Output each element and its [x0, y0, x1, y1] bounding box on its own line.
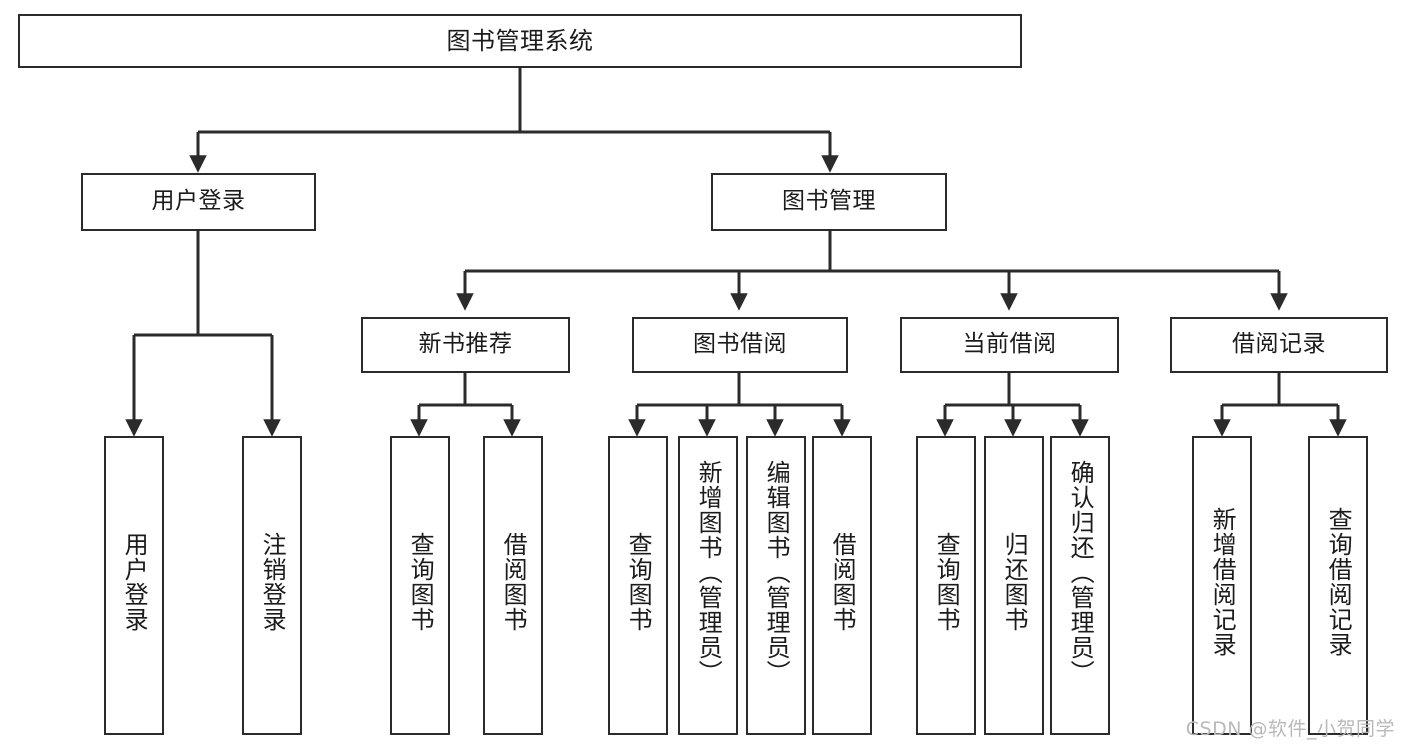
leaf-add-borrow-record[interactable]: 新增借阅记录 — [1192, 436, 1252, 735]
node-label: 查询借阅记录 — [1324, 506, 1353, 657]
leaf-content: 查询图书 — [610, 438, 666, 725]
node-label: 新增图书（管理员） — [694, 460, 723, 685]
leaf-edit-book-admin[interactable]: 编辑图书（管理员） — [746, 436, 806, 735]
node-label: 图书管理系统 — [446, 26, 594, 55]
leaf-query-book-current[interactable]: 查询图书 — [916, 436, 976, 735]
leaf-content: 新增图书（管理员） — [680, 460, 736, 725]
leaf-content: 查询图书 — [392, 438, 448, 725]
leaf-content: 用户登录 — [106, 438, 162, 725]
node-label: 借阅图书 — [499, 531, 528, 632]
node-label: 图书管理 — [782, 188, 876, 215]
node-book-management[interactable]: 图书管理 — [711, 173, 947, 231]
node-label: 借阅记录 — [1232, 331, 1326, 358]
node-book-borrowing[interactable]: 图书借阅 — [632, 317, 848, 373]
node-label: 编辑图书（管理员） — [762, 460, 791, 685]
leaf-content: 借阅图书 — [814, 438, 870, 725]
node-label: 确认归还（管理员） — [1066, 460, 1095, 685]
node-label: 用户登录 — [151, 188, 246, 215]
leaf-content: 注销登录 — [244, 438, 300, 725]
node-label: 当前借阅 — [962, 331, 1057, 358]
node-label: 用户登录 — [120, 531, 149, 632]
node-label: 归还图书 — [1000, 531, 1029, 632]
leaf-borrow-book[interactable]: 借阅图书 — [812, 436, 872, 735]
node-label: 图书借阅 — [693, 331, 787, 358]
node-current-borrowing[interactable]: 当前借阅 — [900, 317, 1119, 373]
node-label: 新书推荐 — [418, 331, 513, 358]
leaf-user-login[interactable]: 用户登录 — [104, 436, 164, 735]
leaf-add-book-admin[interactable]: 新增图书（管理员） — [678, 436, 738, 735]
node-new-book-recommendation[interactable]: 新书推荐 — [361, 317, 570, 373]
node-label: 注销登录 — [258, 531, 287, 632]
leaf-confirm-return-admin[interactable]: 确认归还（管理员） — [1050, 436, 1110, 735]
node-label: 查询图书 — [932, 531, 961, 632]
leaf-content: 查询借阅记录 — [1310, 438, 1366, 725]
leaf-content: 确认归还（管理员） — [1052, 460, 1108, 725]
node-label: 查询图书 — [406, 531, 435, 632]
node-borrowing-records[interactable]: 借阅记录 — [1170, 317, 1388, 373]
leaf-content: 编辑图书（管理员） — [748, 460, 804, 725]
watermark-text: CSDN @软件_小贺同学 — [1185, 718, 1395, 740]
node-label: 新增借阅记录 — [1208, 506, 1237, 657]
leaf-content: 归还图书 — [986, 438, 1042, 725]
leaf-content: 借阅图书 — [485, 438, 541, 725]
node-label: 借阅图书 — [828, 531, 857, 632]
leaf-return-book[interactable]: 归还图书 — [984, 436, 1044, 735]
node-root[interactable]: 图书管理系统 — [18, 14, 1022, 68]
leaf-content: 查询图书 — [918, 438, 974, 725]
leaf-content: 新增借阅记录 — [1194, 438, 1250, 725]
leaf-logout[interactable]: 注销登录 — [242, 436, 302, 735]
leaf-query-book-borrowing[interactable]: 查询图书 — [608, 436, 668, 735]
node-user-login[interactable]: 用户登录 — [81, 173, 316, 231]
leaf-query-book-recommendation[interactable]: 查询图书 — [390, 436, 450, 735]
leaf-query-borrow-record[interactable]: 查询借阅记录 — [1308, 436, 1368, 735]
node-label: 查询图书 — [624, 531, 653, 632]
leaf-borrow-book-recommendation[interactable]: 借阅图书 — [483, 436, 543, 735]
